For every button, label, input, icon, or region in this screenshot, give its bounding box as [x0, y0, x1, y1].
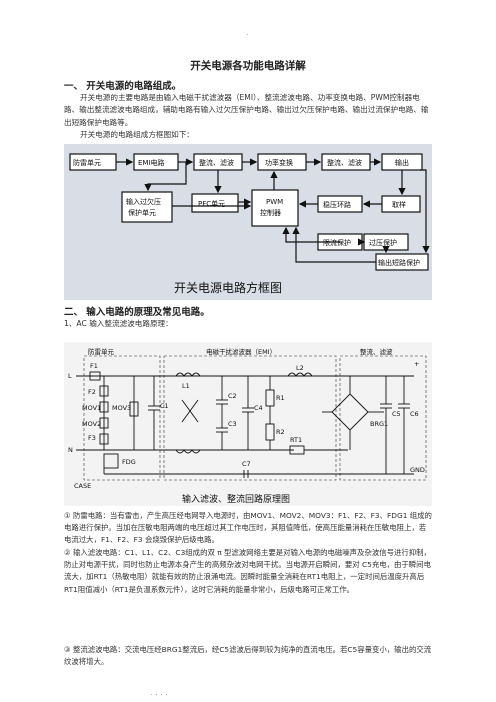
sch-label-C5: C5 [392, 410, 401, 418]
label-output: 输出 [395, 158, 409, 167]
sch-label-C6: C6 [410, 410, 419, 418]
block-diagram-svg: 防雷单元 EMI电路 整流、滤波 功率变换 整流、滤波 输出 输入过欠压 保护单… [69, 153, 430, 295]
block-pwm [251, 189, 299, 227]
description-input-filter: ② 输入滤波电路：C1、L1、C2、C3组成的双 π 型滤波网络主要是对输入电源… [64, 548, 431, 594]
schematic-caption: 输入滤波、整流回路原理图 [182, 493, 290, 505]
block-diagram-caption: 开关电源电路方框图 [174, 280, 282, 295]
section-heading-1: 一、 开关电源的电路组成。 [64, 81, 182, 92]
sch-label-C4: C4 [254, 404, 263, 412]
subheading-ac-input: 1、AC 输入整流滤波电路原理： [64, 319, 173, 328]
sch-label-rectify: 整流、滤波 [360, 347, 393, 356]
header-dot: . [246, 28, 249, 37]
sch-label-L2: L2 [296, 364, 304, 372]
label-emi: EMI电路 [138, 158, 165, 167]
label-overvolt: 过压保护 [369, 238, 397, 247]
block-pfc [191, 193, 239, 213]
label-sample: 取样 [392, 200, 406, 209]
section-heading-2: 二、 输入电路的原理及常见电路。 [64, 307, 210, 318]
sch-label-C2: C2 [228, 392, 237, 400]
sch-label-FDG: FDG [122, 458, 136, 466]
input-schematic-svg: 防雷单元 电磁干扰滤波器（EMI） 整流、滤波 + L N F1 F2 F3 M… [68, 347, 427, 505]
block-diagram: 防雷单元 EMI电路 整流、滤波 功率变换 整流、滤波 输出 输入过欠压 保护单… [64, 144, 432, 300]
sch-label-L1: L1 [182, 382, 190, 390]
footer-dots: . . . . [150, 688, 168, 697]
sch-label-surge: 防雷单元 [88, 347, 115, 356]
sch-label-MOV2: MOV2 [82, 420, 101, 428]
sch-label-RT1: RT1 [290, 436, 302, 444]
sch-label-F2: F2 [88, 388, 96, 396]
sch-label-R2: R2 [276, 428, 285, 436]
description-rectify-filter: ③ 整流滤波电路：交流电压经BRG1整流后，经C5滤波后得到较为纯净的直流电压。… [64, 645, 432, 667]
sch-label-emi: 电磁干扰滤波器（EMI） [206, 347, 276, 356]
sch-label-N: N [68, 446, 73, 454]
sch-label-R1: R1 [276, 394, 285, 402]
sch-label-BRG1: BRG1 [370, 420, 388, 428]
label-in-protect-2: 保护单元 [128, 208, 156, 217]
label-pwm-1: PWM [266, 198, 283, 206]
sch-label-plus: + [414, 360, 419, 368]
label-regulate: 稳压环路 [323, 200, 351, 209]
sch-label-F1: F1 [90, 362, 98, 370]
label-shortcircuit: 输出短路保护 [378, 258, 420, 267]
paragraph-diagram-intro: 开关电源的电路组成方框图如下： [80, 130, 194, 139]
label-rectify: 整流、滤波 [199, 158, 234, 167]
label-pwm-2: 控制器 [260, 208, 281, 217]
sch-label-MOV3: MOV3 [112, 404, 131, 412]
label-surge: 防雷单元 [73, 158, 101, 167]
label-current: 限流保护 [323, 238, 351, 247]
label-pfc: PFC单元 [198, 199, 225, 208]
sch-label-C1: C1 [160, 402, 169, 410]
sch-label-F3: F3 [88, 434, 96, 442]
description-surge: ① 防雷电路：当有雷击，产生高压经电网导入电源时，由MOV1、MOV2、MOV3… [64, 511, 432, 545]
sch-label-C7: C7 [242, 460, 251, 468]
input-schematic: 防雷单元 电磁干扰滤波器（EMI） 整流、滤波 + L N F1 F2 F3 M… [64, 342, 432, 506]
label-power: 功率变换 [265, 158, 293, 167]
block-in-protect [121, 191, 173, 223]
label-out-rectify: 整流、滤波 [327, 158, 362, 167]
sch-label-L: L [68, 372, 72, 380]
sch-label-C3: C3 [228, 420, 237, 428]
sch-label-MOV1: MOV1 [82, 404, 101, 412]
label-in-protect-1: 输入过欠压 [126, 197, 161, 206]
sch-label-GND: GND [410, 466, 425, 474]
page-title: 开关电源各功能电路详解 [190, 60, 306, 72]
paragraph-circuit-composition: 开关电源的主要电路是由输入电磁干扰滤波器（EMI）、整流滤波电路、功率变换电路、… [64, 93, 429, 127]
sch-label-CASE: CASE [74, 482, 91, 490]
